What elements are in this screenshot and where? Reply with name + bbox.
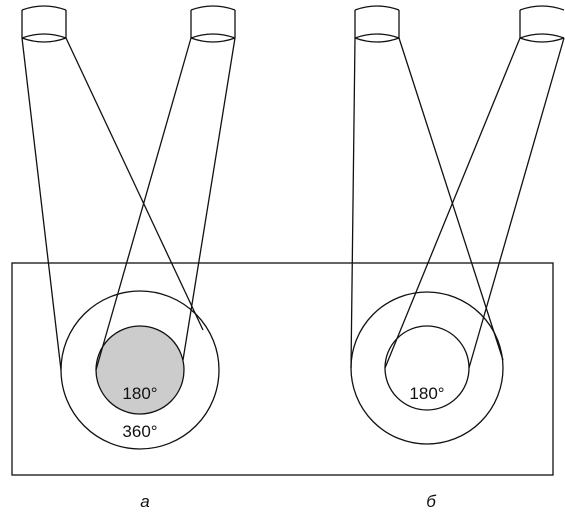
inner-label-a: 180° [122,384,157,403]
beams-b [350,37,565,369]
caption-b: б [426,492,437,511]
outer-label-a: 360° [122,422,157,441]
base-rectangle [11,262,554,476]
camera-b-left [354,5,400,43]
panel-a: 180° 360° а [21,5,236,511]
camera-a-left [21,5,67,43]
panel-b: 180° б [350,5,565,511]
beams-a [21,37,236,371]
inner-label-b: 180° [409,384,444,403]
outer-circle-b [350,291,504,445]
camera-a-right [190,5,236,43]
camera-b-right [519,5,565,43]
caption-a: а [140,492,149,511]
